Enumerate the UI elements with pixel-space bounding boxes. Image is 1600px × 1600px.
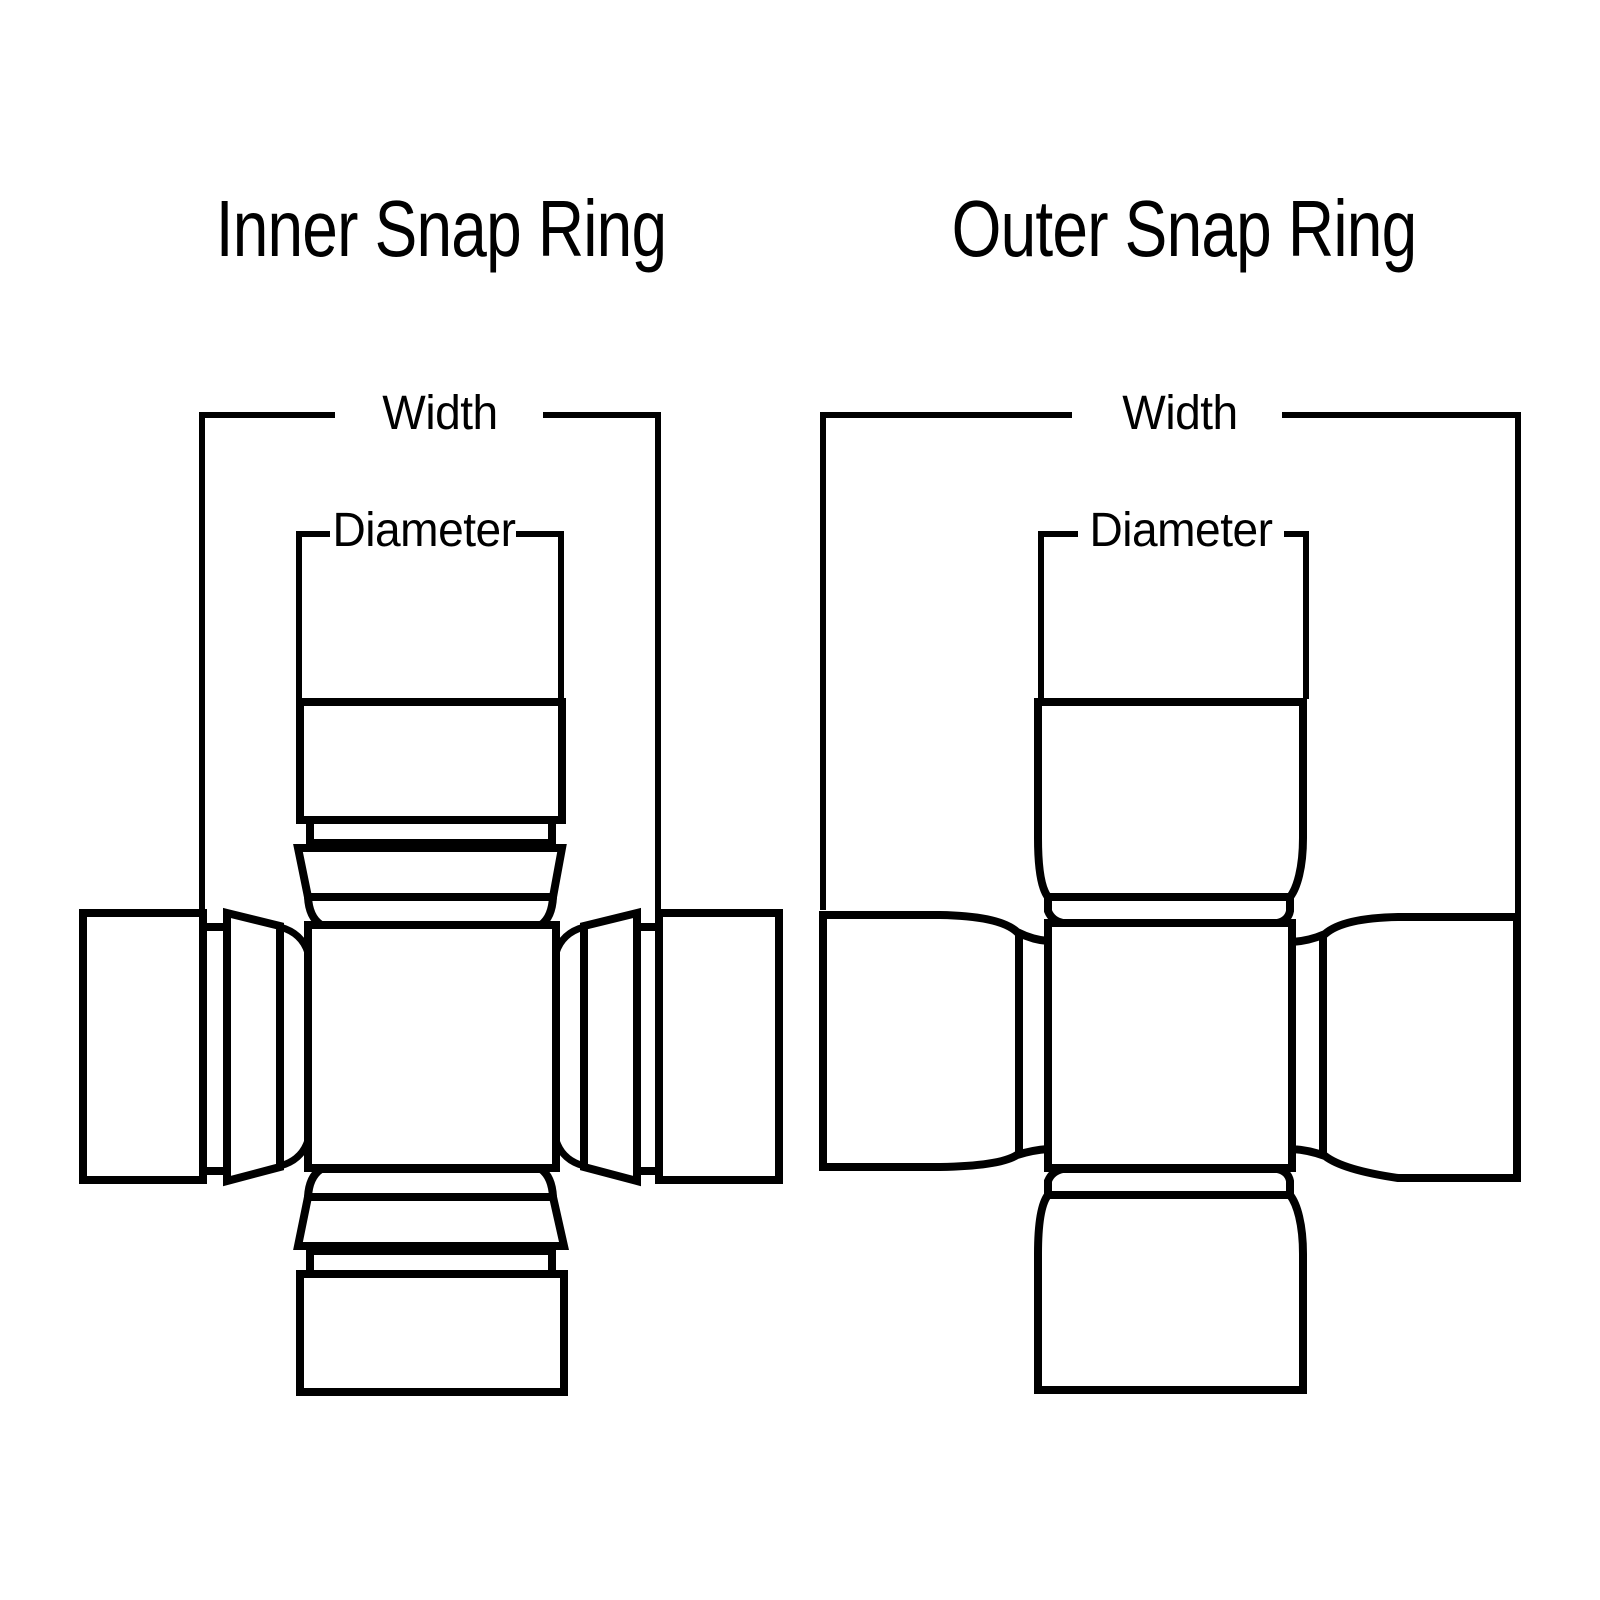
inner-fillet-top-left [280,927,308,953]
inner-right-snap-ring [584,913,637,1181]
inner-diameter-label: Diameter [332,504,516,557]
outer-snap-ring-drawing [823,415,1518,1390]
outer-bottom-cap [1038,1169,1303,1390]
inner-fillet-curves [280,927,584,1166]
outer-left-cap [823,915,1048,1167]
outer-diameter-bracket-left [1041,534,1078,699]
inner-width-bracket-left [202,415,335,913]
inner-diagram-title: Inner Snap Ring [215,184,667,273]
inner-fillet-top-right [556,927,584,953]
inner-width-label: Width [382,387,498,440]
inner-bottom-skirt [308,1169,553,1197]
inner-top-skirt [308,897,553,925]
outer-diagram-title: Outer Snap Ring [951,184,1418,273]
inner-width-bracket-right [543,415,658,913]
inner-right-cap [659,913,779,1180]
inner-top-cap [300,702,562,820]
inner-bottom-cap [300,1274,564,1392]
inner-diameter-bracket-left [299,534,330,699]
inner-diameter-bracket-right [516,534,561,699]
outer-diameter-bracket-right [1284,534,1306,699]
inner-bottom-groove-band [310,1251,552,1274]
inner-fillet-bottom-left [280,1140,308,1166]
inner-top-snap-ring [298,848,562,897]
inner-dimension-lines [202,415,658,913]
inner-left-cap [83,913,203,1180]
inner-bottom-snap-ring [298,1197,564,1246]
outer-diameter-label: Diameter [1089,504,1273,557]
inner-body [308,925,556,1168]
outer-width-label: Width [1122,387,1238,440]
outer-dimension-lines [823,415,1518,913]
inner-snap-ring-drawing [83,415,779,1392]
inner-top-groove-band [310,820,552,843]
outer-width-bracket-left [823,415,1072,910]
inner-fillet-bottom-right [556,1140,584,1166]
outer-top-cap [1038,702,1303,923]
inner-left-snap-ring [227,913,280,1181]
outer-right-cap [1292,917,1517,1178]
outer-width-bracket-right [1282,415,1518,913]
outer-body [1048,923,1292,1168]
